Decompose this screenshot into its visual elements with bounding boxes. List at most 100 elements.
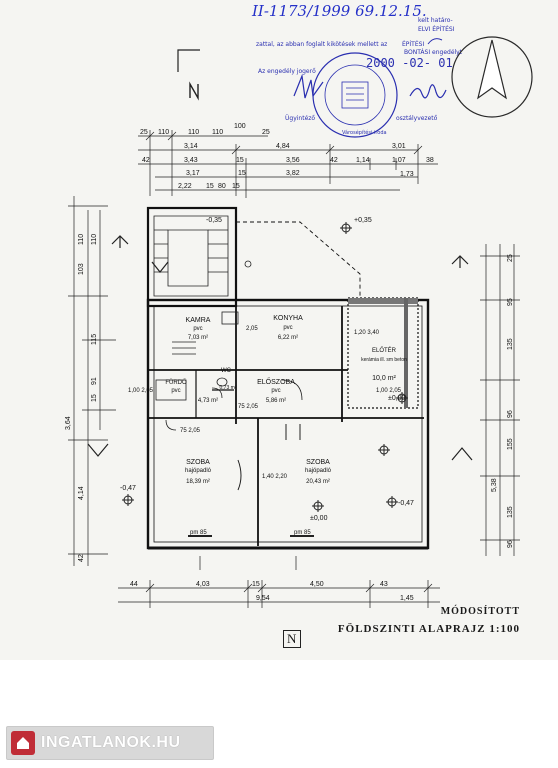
svg-text:1,40 2,20: 1,40 2,20 — [262, 474, 288, 480]
room-szoba-1: SZOBA — [186, 459, 210, 466]
stamp-date: 2000 -02- 01 — [366, 56, 453, 70]
room-furdo: FÜRDŐ — [165, 379, 187, 386]
fixtures — [155, 260, 314, 537]
svg-text:18,39 m²: 18,39 m² — [186, 479, 210, 485]
svg-text:43: 43 — [380, 581, 388, 588]
stamp-line-5: Az engedély jogerő — [258, 68, 316, 75]
svg-text:3,14: 3,14 — [184, 143, 198, 150]
svg-text:96: 96 — [507, 540, 514, 548]
stamp-seal-text: Városépítési iroda — [342, 130, 387, 136]
svg-text:7,03 m²: 7,03 m² — [188, 335, 208, 341]
svg-text:1,00 2,05: 1,00 2,05 — [376, 388, 402, 394]
svg-text:4,73 m²: 4,73 m² — [198, 398, 218, 404]
svg-text:1,00 2,05: 1,00 2,05 — [128, 388, 154, 394]
permit-number: II-1173/1999 69.12.15. — [252, 2, 427, 20]
svg-text:25: 25 — [262, 129, 270, 136]
level-labels: -0,35 +0,35 -0,47 ±0,00 ±0,00 -0,47 — [120, 217, 414, 522]
svg-text:3,56: 3,56 — [286, 157, 300, 164]
svg-text:25: 25 — [140, 129, 148, 136]
top-dimension-labels: 25 110 110 110 100 25 3,14 4,84 3,01 42 3,43 15 3,… — [140, 123, 434, 190]
svg-text:pvc: pvc — [193, 326, 202, 332]
room-konyha: KONYHA — [273, 315, 303, 322]
svg-text:6,22 m²: 6,22 m² — [278, 335, 298, 341]
left-dimension-lines — [68, 196, 116, 566]
svg-text:2,22: 2,22 — [178, 183, 192, 190]
svg-text:110: 110 — [212, 129, 223, 136]
svg-text:15: 15 — [206, 183, 214, 190]
svg-text:2,05: 2,05 — [246, 326, 258, 332]
ingatlanok-watermark: INGATLANOK.HU — [6, 726, 214, 760]
stamp-line-2: zattal, az abban foglalt kikötések melle… — [256, 41, 388, 48]
svg-text:hajópadló: hajópadló — [185, 468, 212, 474]
section-marks-right — [451, 255, 473, 461]
stamp-line-4: BONTÁSI engedélyt — [404, 49, 463, 56]
svg-text:1,73: 1,73 — [400, 171, 414, 178]
svg-text:3,17: 3,17 — [186, 170, 200, 177]
svg-text:4,50: 4,50 — [310, 581, 324, 588]
svg-text:25: 25 — [507, 254, 514, 262]
svg-text:75 2,05: 75 2,05 — [238, 404, 259, 410]
stamp-line-7: osztályvezető — [396, 115, 438, 122]
svg-text:75 2,05: 75 2,05 — [180, 428, 201, 434]
building-walls — [146, 206, 430, 550]
svg-text:44: 44 — [130, 581, 138, 588]
svg-text:±0,00: ±0,00 — [310, 515, 328, 522]
svg-text:pvc: pvc — [283, 325, 292, 331]
right-dimension-lines — [480, 244, 520, 556]
svg-text:100: 100 — [234, 123, 246, 130]
svg-text:110: 110 — [188, 129, 199, 136]
svg-text:115: 115 — [91, 334, 98, 345]
svg-text:hajópadló: hajópadló — [305, 468, 332, 474]
modified-label: MÓDOSÍTOTT — [440, 606, 520, 617]
svg-text:110: 110 — [158, 129, 169, 136]
svg-text:110: 110 — [78, 234, 85, 245]
svg-text:4,14: 4,14 — [78, 486, 85, 500]
stamp-line-6: Ügyintéző — [285, 115, 316, 122]
svg-text:1,14: 1,14 — [356, 157, 370, 164]
level-markers — [122, 222, 408, 512]
svg-text:-0,35: -0,35 — [206, 217, 222, 224]
room-kamra: KAMRA — [186, 317, 211, 324]
approval-stamp — [293, 38, 447, 138]
svg-text:pm 85: pm 85 — [294, 530, 311, 536]
svg-text:pvc: pvc — [271, 388, 280, 394]
svg-text:4,03: 4,03 — [196, 581, 210, 588]
left-dimension-labels: 110 103 110 115 91 15 3,64 4,14 42 — [65, 234, 98, 562]
room-eloter: ELŐTÉR — [372, 347, 397, 354]
svg-text:3,01: 3,01 — [392, 143, 406, 150]
svg-text:42: 42 — [78, 554, 85, 562]
svg-text:4,84: 4,84 — [276, 143, 290, 150]
svg-text:20,43 m²: 20,43 m² — [306, 479, 330, 485]
svg-text:3,64: 3,64 — [65, 416, 72, 430]
svg-text:10,0 m²: 10,0 m² — [372, 375, 396, 382]
svg-text:pm 85: pm 85 — [190, 530, 207, 536]
svg-text:42: 42 — [142, 157, 150, 164]
bottom-dimension-labels: 44 4,03 15 4,50 43 9,54 1,45 — [130, 581, 414, 602]
svg-text:80: 80 — [218, 183, 226, 190]
opening-labels: 1,20 3,40 1,00 2,05 1,40 2,20 75 2,05 75… — [128, 326, 402, 536]
svg-text:110: 110 — [91, 234, 98, 245]
svg-text:15: 15 — [252, 581, 260, 588]
staircase — [153, 215, 229, 355]
room-wc: WC — [221, 368, 232, 374]
room-labels: KAMRA pvc 7,03 m² KONYHA pvc 6,22 m² ELŐ… — [165, 315, 407, 485]
stamp-line-1: kelt határo- — [418, 17, 453, 24]
svg-text:3,43: 3,43 — [184, 157, 198, 164]
svg-text:135: 135 — [507, 338, 514, 350]
north-arrow-symbol — [451, 36, 533, 118]
svg-text:+0,35: +0,35 — [354, 217, 372, 224]
right-dimension-labels: 25 95 135 96 155 5,38 135 96 — [491, 254, 514, 548]
north-mark — [177, 49, 200, 101]
svg-text:38: 38 — [426, 157, 434, 164]
svg-text:96: 96 — [507, 410, 514, 418]
svg-text:0,73 m²: 0,73 m² — [220, 385, 237, 391]
svg-text:1,45: 1,45 — [400, 595, 414, 602]
watermark-text: INGATLANOK.HU — [41, 734, 181, 751]
north-box: N — [283, 630, 301, 648]
top-dimension-lines — [138, 130, 438, 198]
svg-text:5,38: 5,38 — [491, 478, 498, 492]
stamp-line-3: ÉPÍTÉSI — [402, 41, 425, 48]
svg-text:42: 42 — [330, 157, 338, 164]
